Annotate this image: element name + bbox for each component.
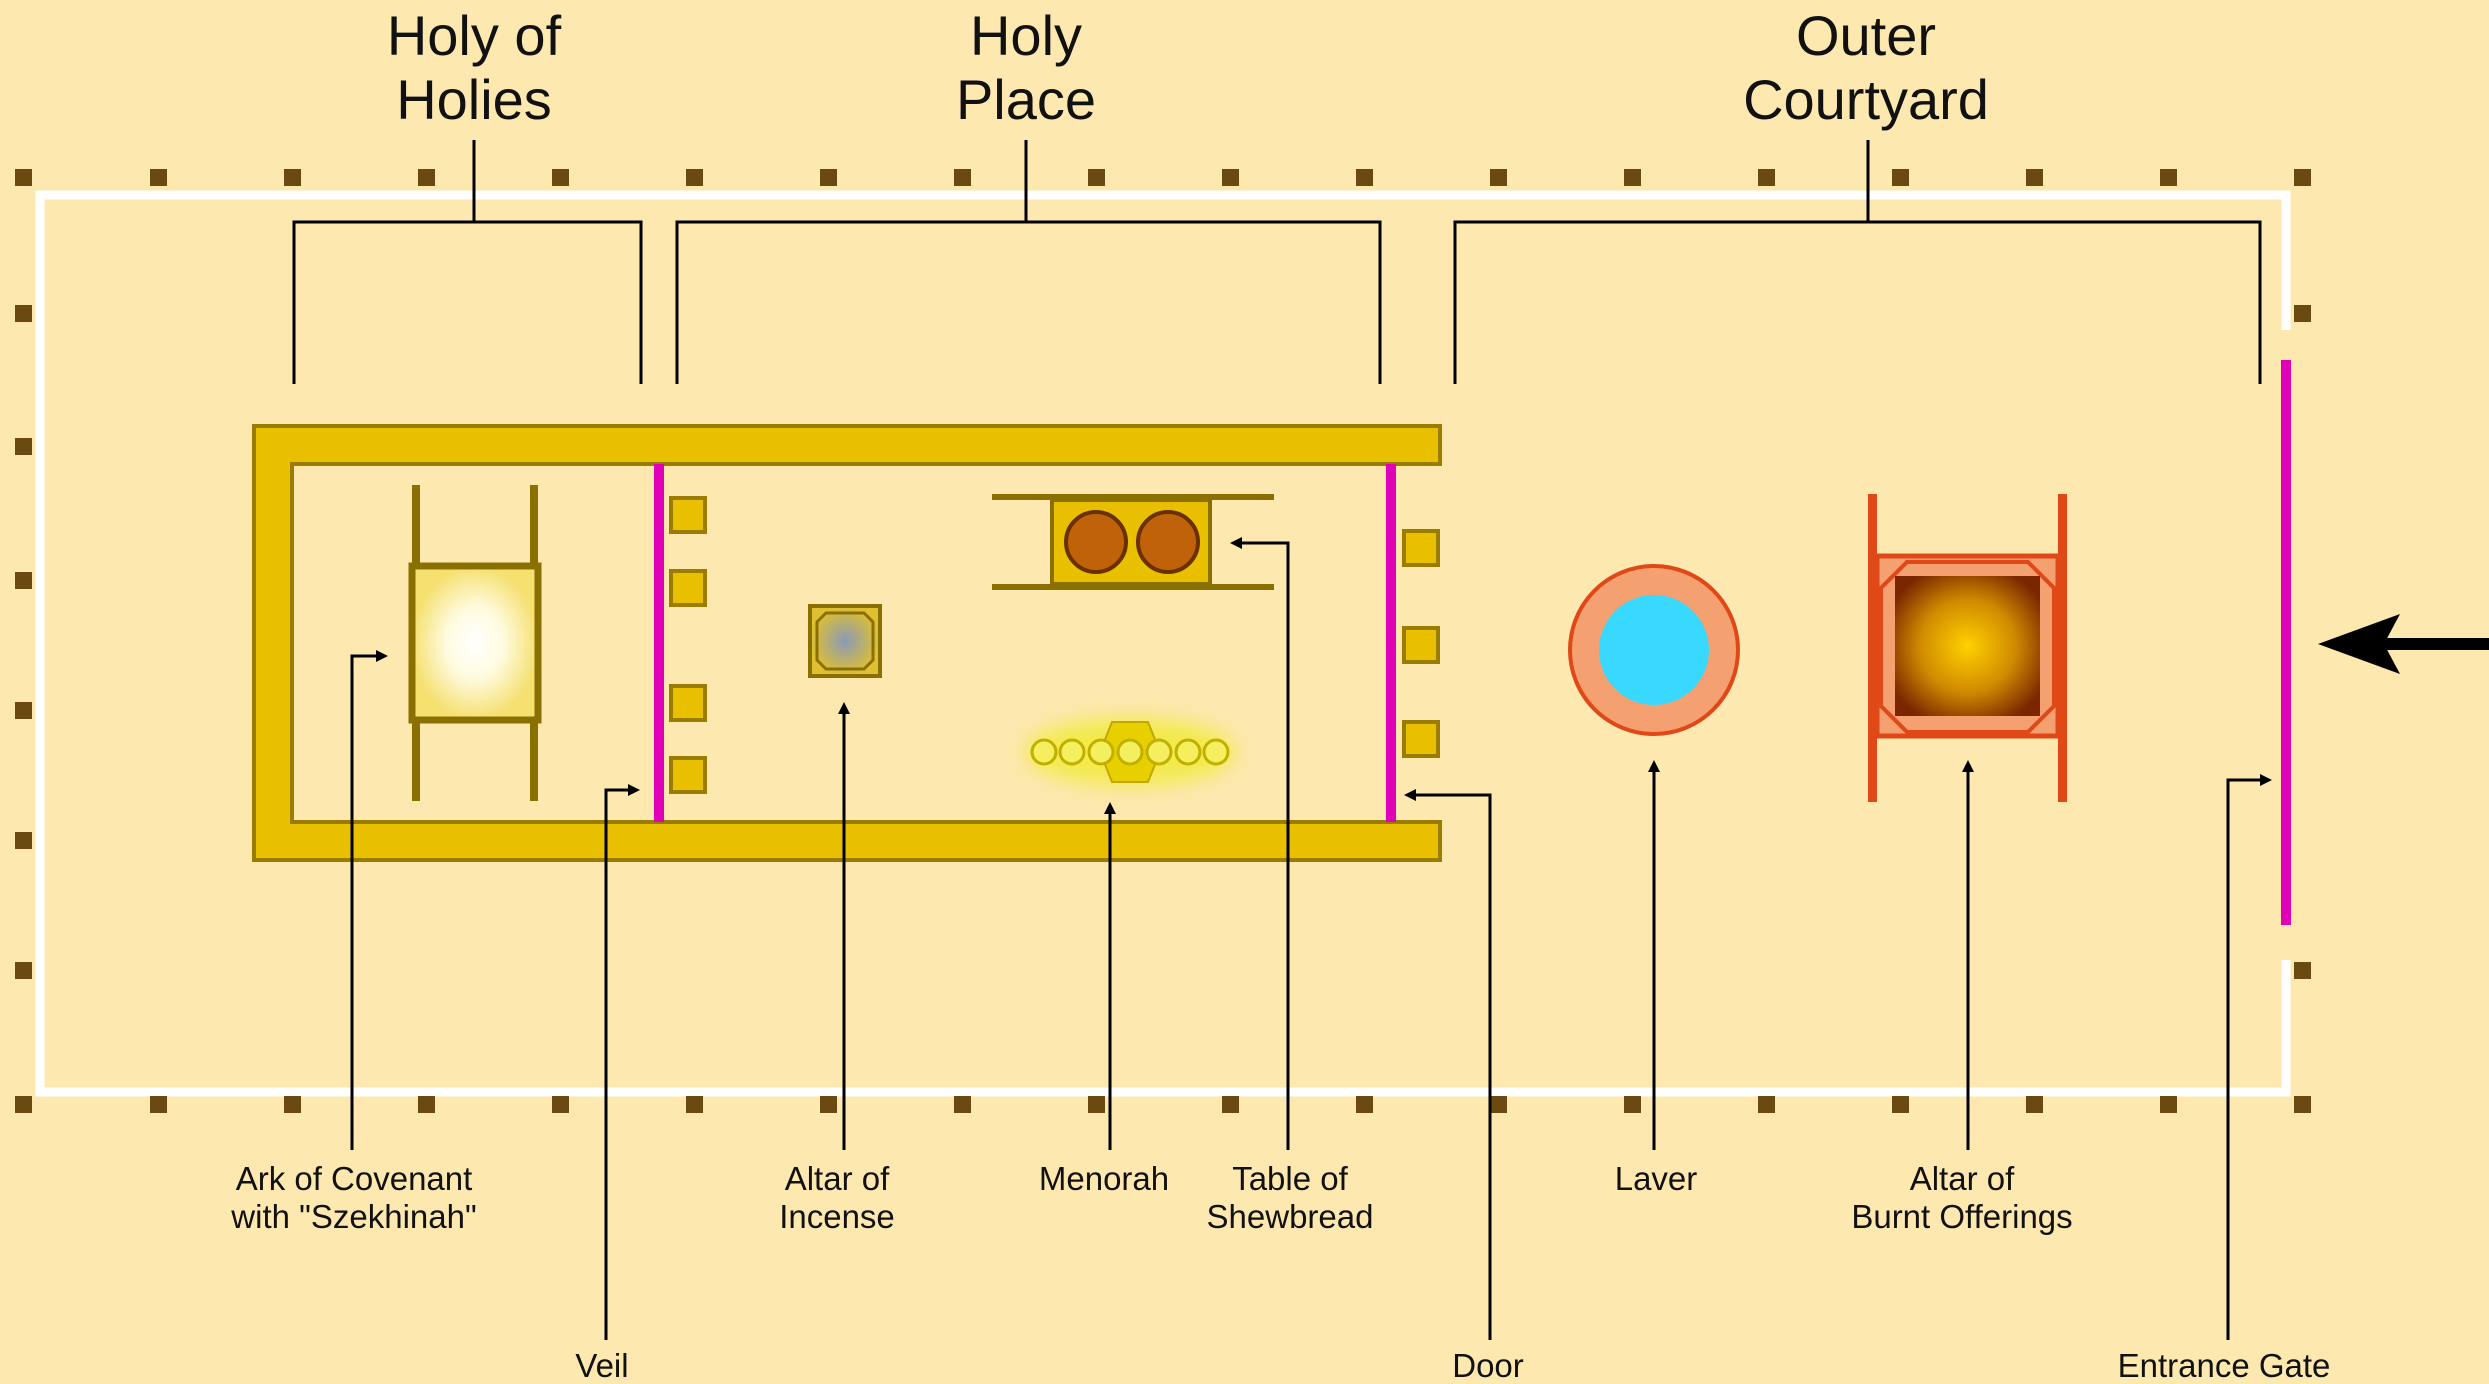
- label-entrance-gate: Entrance Gate: [2118, 1347, 2331, 1384]
- laver: [1568, 564, 1740, 736]
- pillars: [669, 496, 1440, 794]
- label-door: Door: [1452, 1347, 1524, 1384]
- altar-of-burnt-offerings: [1868, 494, 2067, 802]
- altar-of-incense: [808, 604, 882, 678]
- veil-curtain: [654, 464, 664, 822]
- courtyard-fence: [35, 190, 2291, 1097]
- tent-walls: [252, 424, 1442, 862]
- entrance-gate-curtain: [2281, 360, 2291, 925]
- leader-lines: [350, 537, 2272, 1340]
- label-veil: Veil: [575, 1347, 628, 1384]
- ark-of-covenant: [408, 485, 542, 801]
- fence-posts: [15, 169, 2311, 1113]
- door-curtain: [1386, 464, 1396, 822]
- section-brackets: [292, 140, 2262, 384]
- entry-arrow-icon: [2318, 614, 2489, 674]
- table-of-shewbread: [992, 494, 1274, 590]
- menorah: [1025, 718, 1235, 786]
- label-menorah: Menorah: [1039, 1160, 1169, 1197]
- label-laver: Laver: [1615, 1160, 1698, 1197]
